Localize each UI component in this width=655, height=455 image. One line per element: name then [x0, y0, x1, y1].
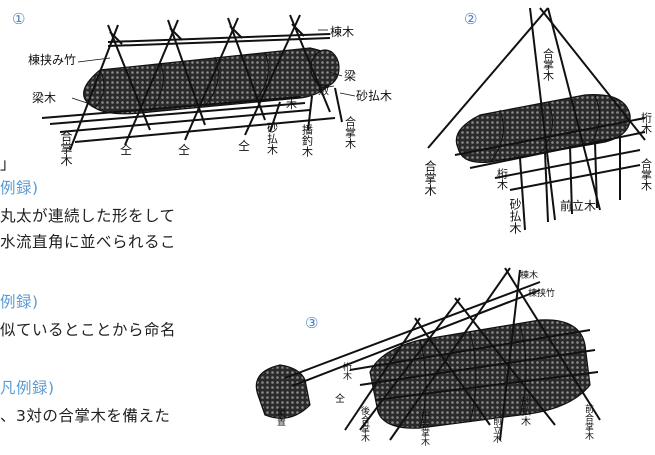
figure-3-number: ③: [305, 314, 318, 332]
fig3-label-same: 仝: [335, 392, 345, 405]
fig1-frame: [41, 14, 343, 151]
fig3-label-front-post: 前立木: [491, 415, 502, 444]
fig3-label-ridge-pole: 棟木: [520, 269, 538, 281]
fig2-label-sand-brace: 砂払木: [508, 198, 522, 234]
fig2-label-gassho-right: 合掌木: [640, 157, 653, 192]
fig1-label-same-3: 仝: [238, 139, 250, 153]
fig1-label-sand-brace-bottom: 砂払木: [266, 122, 279, 156]
fig2-label-gassho-left: 合掌木: [423, 159, 437, 196]
text-fragment-6: 似ているとことから命名: [0, 321, 177, 339]
text-fragment-3: 丸太が連続した形をして: [0, 207, 176, 225]
fig3-label-tail: 尾置: [275, 408, 286, 426]
text-fragment-1: 」: [0, 155, 17, 173]
fig3-label-rear-gassho: 後合掌木: [359, 405, 370, 443]
fig1-label-same-1: 仝: [120, 143, 132, 157]
fig1-label-bearer: 敷: [318, 83, 329, 97]
fig2-label-post: 前立木: [560, 198, 596, 213]
fig2-label-girder: 桁木: [496, 167, 509, 191]
text-fragment-7: 凡例録): [0, 379, 55, 397]
figure-1-number: ①: [12, 10, 25, 28]
text-fragment-8: 、3対の合掌木を備えた: [0, 407, 171, 425]
fig1-label-ridge-clamp-bamboo: 棟挟み竹: [28, 52, 76, 67]
fig2-frame: [427, 7, 646, 231]
fig1-label-beam-right: 梁: [344, 68, 356, 83]
figure-1: ①: [12, 10, 392, 166]
fig3-label-sand-brace: 砂払木: [519, 395, 531, 427]
figure-2-number: ②: [464, 10, 477, 28]
fig1-label-wood: 木: [286, 98, 297, 111]
fig2-label-girder-right: 桁木: [640, 111, 653, 135]
fig1-label-gassho-right: 合掌木: [344, 115, 357, 150]
text-fragment-5: 例録): [0, 293, 39, 311]
fig1-label-sand-brace-right: 砂払木: [356, 89, 392, 103]
figure-3: ③ 棟木 棟挟竹 桁木 尾置 仝 後合掌木 中合掌木: [255, 267, 601, 447]
fig1-label-hanging-wood: 播釣木: [301, 123, 314, 158]
fig3-label-front-gassho: 前合掌木: [583, 403, 594, 441]
fig1-leaders: [71, 29, 356, 105]
fig1-label-beam-left: 梁木: [32, 90, 56, 105]
fig3-label-girder: 桁木: [341, 361, 352, 381]
fig3-frame: [284, 267, 601, 441]
fig2-label-gassho-top: 合掌木: [542, 47, 555, 82]
text-fragment-2: 例録): [0, 179, 39, 197]
figure-2: ② 合掌木 合掌木 桁木 砂払木 前立木 桁木 合掌木: [423, 7, 653, 234]
fig3-label-ridge-clamp: 棟挟竹: [528, 287, 555, 299]
fig1-label-same-2: 仝: [178, 143, 190, 157]
fig3-label-middle-gassho: 中合掌木: [419, 409, 430, 447]
text-fragment-4: 水流直角に並べられるこ: [0, 233, 177, 251]
fig1-label-gassho-left: 合掌木: [59, 129, 73, 166]
fig1-label-ridge-pole: 棟木: [330, 24, 354, 39]
